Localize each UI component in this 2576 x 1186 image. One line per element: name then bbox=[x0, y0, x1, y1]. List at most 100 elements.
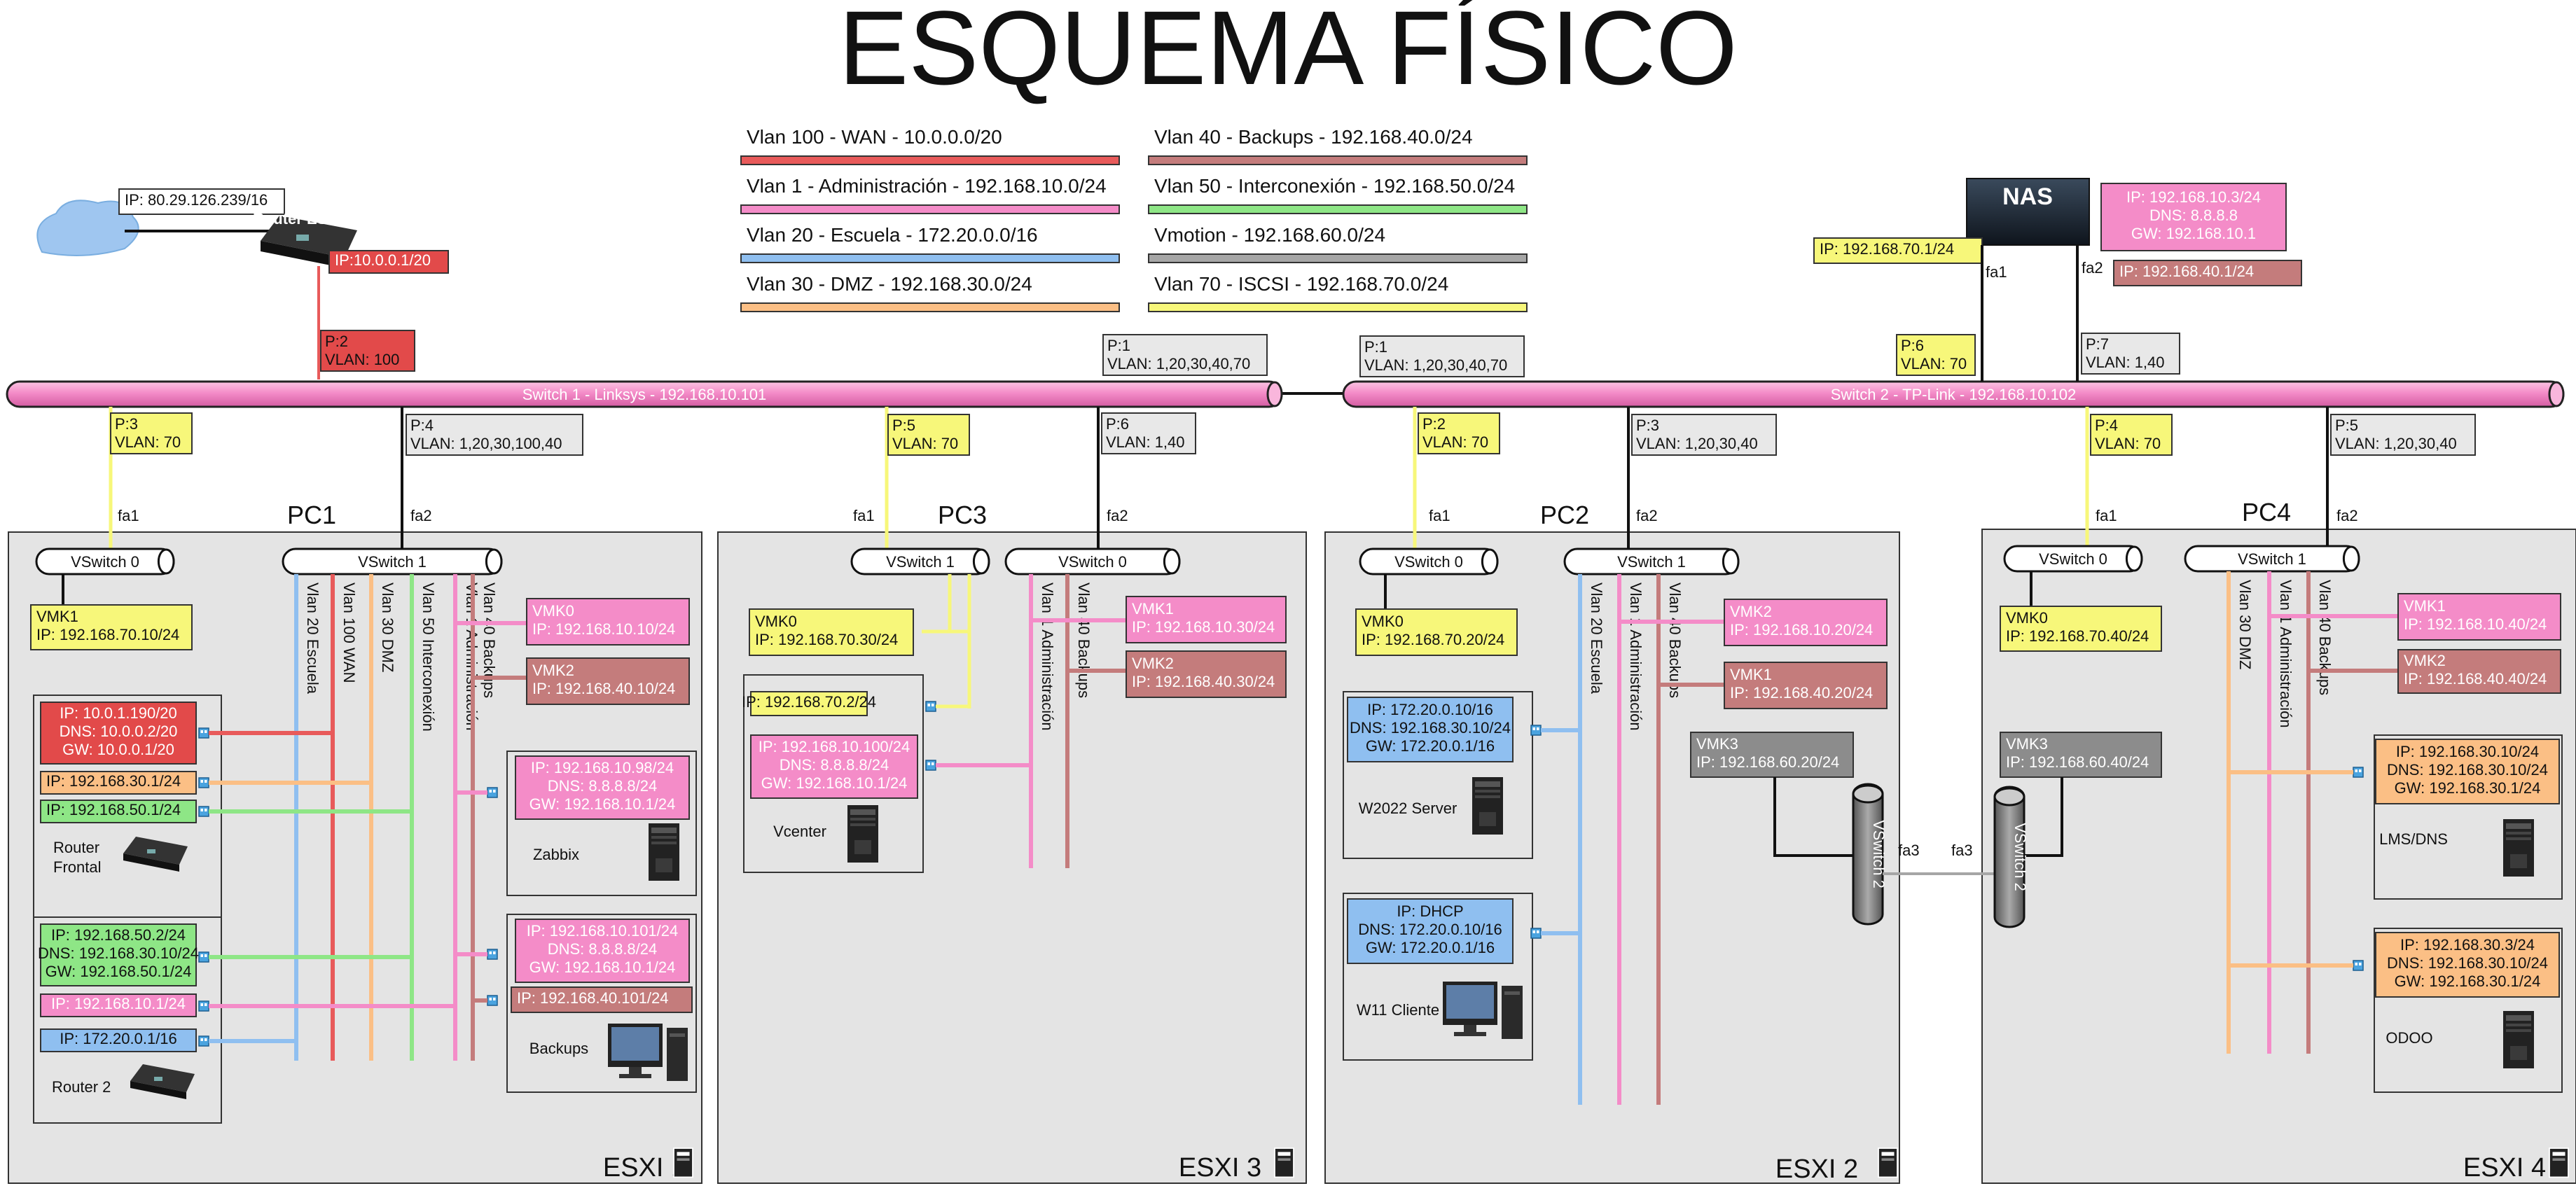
esxi1-vlan-label: Vlan 20 Escuela bbox=[304, 582, 321, 695]
switch1-port-2-port: P:2 bbox=[325, 333, 348, 350]
legend-item-label: Vlan 30 - DMZ - 192.168.30.0/24 bbox=[747, 273, 1032, 295]
w2022-ip-text: IP: 172.20.0.10/16 bbox=[1367, 701, 1493, 718]
switch2-uplink-box bbox=[1359, 335, 1525, 377]
esxi2-vlan-label: Vlan 1 Administración bbox=[1627, 582, 1644, 731]
esxi3-vswitch1-end bbox=[972, 548, 990, 575]
legend-item-label: Vlan 50 - Interconexión - 192.168.50.0/2… bbox=[1154, 175, 1515, 197]
switch2-port-6-vlan: VLAN: 70 bbox=[1901, 355, 1967, 372]
esxi2-vmk1-text: IP: 192.168.40.20/24 bbox=[1730, 684, 1873, 702]
esxi4-vmk3-text: VMK3 bbox=[2006, 735, 2048, 753]
odoo-name: ODOO bbox=[2385, 1029, 2432, 1047]
rf-dmz-ip-text: IP: 192.168.30.1/24 bbox=[46, 772, 181, 790]
switch1-port-3-box bbox=[110, 412, 193, 454]
esxi2-vlan-label: Vlan 40 Backups bbox=[1666, 582, 1684, 698]
switch2-port-7-box bbox=[2081, 333, 2180, 375]
switch2-end bbox=[2548, 381, 2565, 407]
esxi3-vswitch0-end bbox=[1163, 548, 1181, 575]
w11-ip-text: IP: DHCP bbox=[1397, 902, 1463, 920]
switch1-port-5-vlan: VLAN: 70 bbox=[892, 435, 958, 452]
switch2-port-3-port: P:3 bbox=[1636, 417, 1659, 434]
switch2-port-2-vlan: VLAN: 70 bbox=[1422, 433, 1488, 451]
switch2-port-2-box bbox=[1418, 412, 1500, 454]
esxi3-vswitch1-label: VSwitch 1 bbox=[886, 553, 955, 571]
esxi4-vmk1-text: VMK1 bbox=[2404, 597, 2446, 615]
esxi2-vmk2-text: IP: 192.168.10.20/24 bbox=[1730, 621, 1873, 639]
esxi2-vswitch1-end bbox=[1722, 548, 1740, 575]
esxi2-vmk3-text: VMK3 bbox=[1696, 735, 1738, 753]
esxi1-vmk1-text: VMK1 bbox=[36, 608, 78, 625]
zabbix-ip-text: IP: 192.168.10.98/24 bbox=[531, 759, 674, 776]
rf-wan-ip-text: GW: 10.0.0.1/20 bbox=[62, 741, 174, 758]
legend-item-label: Vlan 1 - Administración - 192.168.10.0/2… bbox=[747, 175, 1107, 197]
vcenter-admin-nic-icon bbox=[925, 760, 936, 771]
lms-ip-text: IP: 192.168.30.10/24 bbox=[2396, 743, 2539, 760]
esxi2-vswitch1-label: VSwitch 1 bbox=[1617, 553, 1686, 571]
public-ip-box bbox=[118, 188, 285, 215]
esxi2-vlan-label: Vlan 20 Escuela bbox=[1588, 582, 1605, 695]
esxi3-vmk1-text: VMK1 bbox=[1132, 600, 1174, 618]
esxi4-vswitch1-label: VSwitch 1 bbox=[2238, 550, 2306, 568]
zabbix-ip-text: GW: 192.168.10.1/24 bbox=[529, 795, 676, 813]
switch1-port-5-box bbox=[887, 414, 970, 456]
esxi3-vmk2-text: IP: 192.168.40.30/24 bbox=[1132, 673, 1275, 690]
esxi1-vlan-label: Vlan 30 DMZ bbox=[379, 582, 396, 672]
esxi2-fa3: fa3 bbox=[1898, 842, 1920, 859]
esxi2-vmk2-text: VMK2 bbox=[1730, 603, 1772, 620]
esxi2-vmk1-box bbox=[1724, 662, 1888, 709]
esxi4-fa3: fa3 bbox=[1951, 842, 1973, 859]
esxi1-vmk0-text: VMK0 bbox=[532, 602, 574, 620]
esxi1-vmk2-text: IP: 192.168.40.10/24 bbox=[532, 680, 675, 697]
r2-admin-ip-text: IP: 192.168.10.1/24 bbox=[51, 995, 186, 1012]
switch1-port-6-box bbox=[1101, 412, 1196, 454]
nas-backup-ip-box bbox=[2113, 260, 2302, 286]
esxi3-fa1: fa1 bbox=[853, 507, 875, 524]
r2-name: Router 2 bbox=[52, 1078, 111, 1096]
switch2-port-3-vlan: VLAN: 1,20,30,40 bbox=[1636, 435, 1758, 452]
esxi4-vmk2-box bbox=[2397, 649, 2561, 694]
r2-admin-ip-box bbox=[40, 993, 197, 1017]
esxi2-fa2: fa2 bbox=[1636, 507, 1658, 524]
switch1-port-4-port: P:4 bbox=[410, 417, 434, 434]
nas-backup-ip-text: IP: 192.168.40.1/24 bbox=[2119, 263, 2254, 280]
odoo-ip-text: GW: 192.168.30.1/24 bbox=[2395, 972, 2541, 990]
esxi1-vmk2-box bbox=[526, 657, 690, 705]
switch1-uplink-port: P:1 bbox=[1107, 337, 1130, 354]
switch2-port-7-port: P:7 bbox=[2086, 335, 2109, 353]
esxi2-vswitch2-label: VSwitch 2 bbox=[1870, 820, 1888, 888]
legend-item-swatch bbox=[1148, 302, 1528, 312]
esxi4-vlan-label: Vlan 30 DMZ bbox=[2236, 580, 2254, 669]
esxi1-vswitch1-label: VSwitch 1 bbox=[358, 553, 427, 571]
w11-ip-box bbox=[1347, 898, 1514, 964]
switch2-port-5-vlan: VLAN: 1,20,30,40 bbox=[2335, 435, 2457, 452]
nas-admin-ip-text: DNS: 8.8.8.8 bbox=[2149, 207, 2238, 224]
rf-wan-nic-icon bbox=[198, 727, 209, 739]
r2-esc-nic-icon bbox=[198, 1035, 209, 1047]
zabbix-ip-text: DNS: 8.8.8.8/24 bbox=[548, 777, 658, 795]
esxi3-vmk1-box bbox=[1126, 596, 1287, 643]
esxi2-server-icon bbox=[1878, 1147, 1898, 1178]
backups-ip-text: DNS: 8.8.8.8/24 bbox=[548, 940, 658, 958]
vcenter-ip-text: GW: 192.168.10.1/24 bbox=[761, 774, 908, 792]
nas-icon bbox=[1966, 178, 2090, 246]
legend-item-swatch bbox=[1148, 253, 1528, 263]
switch2-port-4-box bbox=[2090, 414, 2173, 456]
odoo-tower-icon bbox=[2503, 1011, 2534, 1068]
switch1-port-6-vlan: VLAN: 1,40 bbox=[1106, 433, 1185, 451]
esxi1-vmk1-text: IP: 192.168.70.10/24 bbox=[36, 626, 179, 643]
esxi4-vlan-label: Vlan 1 Administración bbox=[2277, 580, 2294, 728]
esxi4-vmk0-text: VMK0 bbox=[2006, 609, 2048, 627]
legend-item-swatch bbox=[740, 253, 1120, 263]
esxi3-vmk1-text: IP: 192.168.10.30/24 bbox=[1132, 618, 1275, 636]
esxi4-vmk3-box bbox=[2000, 732, 2162, 778]
switch2-port-6-port: P:6 bbox=[1901, 337, 1924, 354]
esxi3-name: ESXI 3 bbox=[1179, 1153, 1261, 1182]
backups-ip2-box bbox=[511, 986, 693, 1013]
legend-item-swatch bbox=[740, 155, 1120, 165]
vcenter-ip-text: DNS: 8.8.8.8/24 bbox=[780, 756, 889, 774]
switch2-port-2-port: P:2 bbox=[1422, 415, 1446, 433]
lms-tower-icon bbox=[2503, 819, 2534, 877]
vcenter-iscsi-ip-text: IP: 192.168.70.2/24 bbox=[742, 693, 876, 711]
odoo-ip-text: DNS: 192.168.30.10/24 bbox=[2387, 954, 2548, 972]
legend-item-label: Vlan 70 - ISCSI - 192.168.70.0/24 bbox=[1154, 273, 1448, 295]
esxi3-vswitch0-label: VSwitch 0 bbox=[1058, 553, 1127, 571]
